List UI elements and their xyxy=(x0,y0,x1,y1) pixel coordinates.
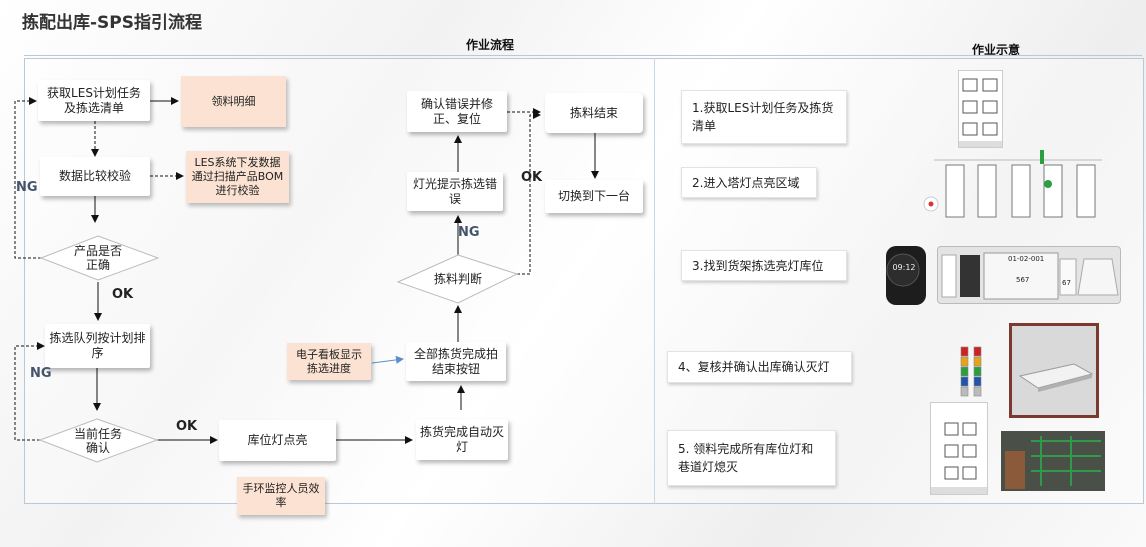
ng-label-1: NG xyxy=(16,180,38,195)
all-done-box: 全部拣货完成拍结束按钮 xyxy=(406,342,506,381)
watch-icon xyxy=(886,246,926,305)
fix-box: 确认错误并修正、复位 xyxy=(407,91,507,132)
step-3: 3.找到货架拣选亮灯库位 xyxy=(681,250,847,281)
wristband-illustration: 09:12 xyxy=(878,244,936,307)
queue-box: 拣选队列按计划排序 xyxy=(45,324,150,368)
task-confirm-text: 当前任务确认 xyxy=(73,427,122,455)
phone-ui-icon-2 xyxy=(931,422,987,494)
phone-screen-illustration-1 xyxy=(958,70,1003,148)
les-note: LES系统下发数据通过扫描产品BOM进行校验 xyxy=(186,151,289,203)
pick-device-icon xyxy=(941,252,1119,300)
step-2: 2.进入塔灯点亮区域 xyxy=(681,167,817,198)
step-4: 4、复核并确认出库确认灭灯 xyxy=(667,351,852,383)
kanban-note: 电子看板显示拣选进度 xyxy=(287,343,371,380)
decision-product xyxy=(39,235,160,281)
next-box: 切换到下一台 xyxy=(545,180,643,213)
data-check-box: 数据比较校验 xyxy=(40,157,150,196)
pick-label-device: 01-02-001 567 67 xyxy=(937,246,1121,304)
page-title: 拣配出库-SPS指引流程 xyxy=(22,13,203,33)
decision-judge xyxy=(396,254,519,304)
step-1: 1.获取LES计划任务及拣货清单 xyxy=(681,90,847,144)
auto-off-box: 拣货完成自动灭灯 xyxy=(416,419,508,460)
product-ok-text: 产品是否正确 xyxy=(73,244,122,272)
device-qty1: 567 xyxy=(1016,276,1030,284)
phone-screen-illustration-2 xyxy=(930,402,988,495)
flow-header: 作业流程 xyxy=(466,38,515,52)
tower-light-rack-icon xyxy=(923,150,1102,218)
header-rule xyxy=(24,55,1142,56)
ng-label-2: NG xyxy=(30,366,52,381)
tower-light-illustration xyxy=(955,342,991,402)
end-box: 拣料结束 xyxy=(545,93,643,133)
tower-light-icon xyxy=(960,346,982,397)
wristband-note: 手环监控人员效率 xyxy=(237,477,325,515)
decision-task xyxy=(38,418,159,463)
demo-header: 作业示意 xyxy=(972,43,1021,57)
ok-label-1: OK xyxy=(112,287,134,302)
step-5: 5. 领料完成所有库位灯和巷道灯熄灭 xyxy=(667,430,836,486)
get-les-box: 获取LES计划任务及拣选清单 xyxy=(38,80,150,121)
device-code: 01-02-001 xyxy=(1008,255,1045,263)
ng-label-3: NG xyxy=(458,225,480,240)
warehouse-photo xyxy=(1001,431,1105,491)
ok-label-2: OK xyxy=(176,419,198,434)
ok-label-3: OK xyxy=(521,170,543,185)
judge-text: 拣料判断 xyxy=(433,272,482,286)
panel-divider xyxy=(654,58,655,504)
floor-platform-icon xyxy=(1012,326,1096,415)
pick-detail-note: 领料明细 xyxy=(181,76,286,127)
phone-ui-icon xyxy=(959,78,1002,147)
platform-photo xyxy=(1009,323,1099,418)
device-qty2: 67 xyxy=(1062,279,1071,287)
shelf-rack-illustration xyxy=(922,150,1120,225)
light-on-box: 库位灯点亮 xyxy=(219,420,336,461)
warehouse-shelf-icon xyxy=(1001,431,1105,491)
light-error-box: 灯光提示拣选错误 xyxy=(407,172,503,211)
watch-time: 09:12 xyxy=(892,263,916,272)
